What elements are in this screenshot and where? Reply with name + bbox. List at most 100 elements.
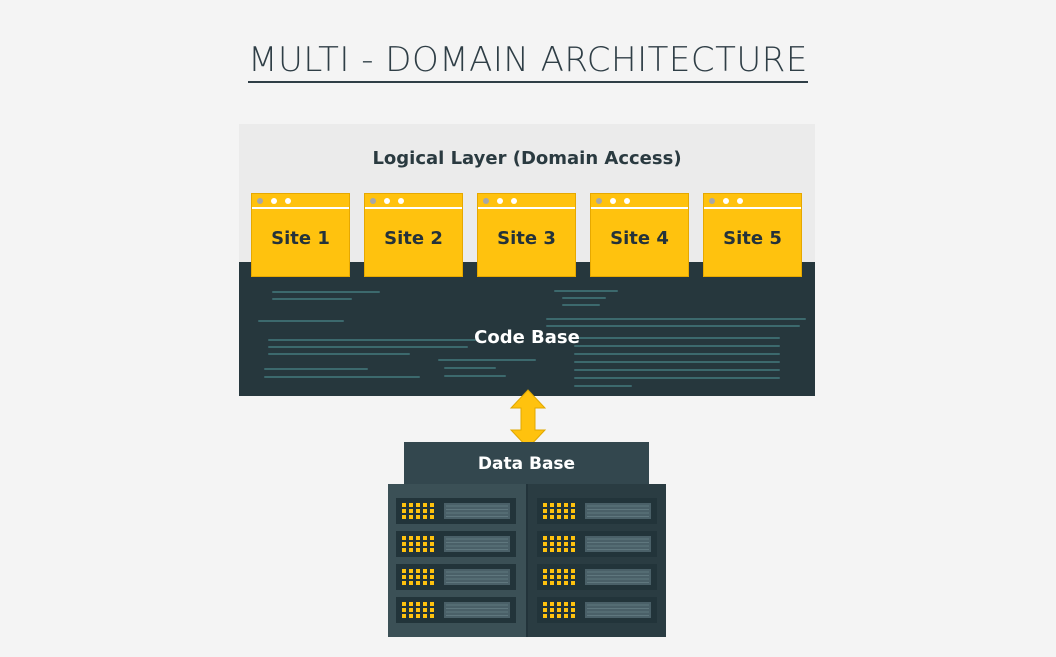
bidirectional-arrow-icon <box>509 389 547 449</box>
server-led <box>550 503 554 507</box>
server-unit <box>396 597 516 623</box>
server-led <box>416 614 420 618</box>
server-led <box>571 602 575 606</box>
server-led <box>416 581 420 585</box>
server-rack-icon <box>388 484 666 637</box>
server-led <box>402 608 406 612</box>
diagram-title-text: MULTI - DOMAIN ARCHITECTURE <box>248 41 808 83</box>
logical-layer-panel: Logical Layer (Domain Access) <box>239 124 815 396</box>
server-led <box>571 503 575 507</box>
server-led <box>557 608 561 612</box>
server-led <box>423 608 427 612</box>
server-led <box>430 515 434 519</box>
server-unit <box>396 564 516 590</box>
server-unit <box>537 531 657 557</box>
server-unit <box>396 498 516 524</box>
code-base-title: Code Base <box>474 327 580 348</box>
server-led <box>430 542 434 546</box>
window-dot-icon <box>624 198 630 204</box>
server-led <box>571 548 575 552</box>
server-led <box>571 515 575 519</box>
server-led <box>402 581 406 585</box>
server-led <box>416 515 420 519</box>
server-led <box>430 569 434 573</box>
server-led <box>423 569 427 573</box>
server-led <box>416 536 420 540</box>
server-led <box>550 548 554 552</box>
server-led <box>409 608 413 612</box>
window-dot-icon <box>384 198 390 204</box>
server-led <box>409 536 413 540</box>
server-led <box>402 536 406 540</box>
server-led <box>416 509 420 513</box>
server-led <box>402 575 406 579</box>
server-led <box>409 602 413 606</box>
server-led <box>564 509 568 513</box>
logical-layer-title: Logical Layer (Domain Access) <box>372 148 682 169</box>
site-label: Site 3 <box>497 228 556 249</box>
window-title-bar <box>252 194 349 209</box>
window-dot-icon <box>737 198 743 204</box>
site-label: Site 5 <box>723 228 782 249</box>
server-led <box>430 608 434 612</box>
server-led <box>543 548 547 552</box>
server-led <box>564 614 568 618</box>
site-label: Site 1 <box>271 228 330 249</box>
server-led <box>416 548 420 552</box>
server-led <box>564 503 568 507</box>
server-led <box>564 536 568 540</box>
server-led <box>430 614 434 618</box>
window-dot-icon <box>398 198 404 204</box>
server-led <box>571 581 575 585</box>
server-led <box>409 548 413 552</box>
server-led <box>564 569 568 573</box>
server-led <box>423 503 427 507</box>
server-led <box>416 575 420 579</box>
server-unit <box>396 531 516 557</box>
server-unit <box>537 564 657 590</box>
server-led <box>423 509 427 513</box>
server-led <box>557 581 561 585</box>
window-dot-icon <box>723 198 729 204</box>
site-5-card: Site 5 <box>703 193 802 277</box>
server-led <box>430 581 434 585</box>
server-led <box>409 575 413 579</box>
server-led <box>409 509 413 513</box>
server-led <box>402 542 406 546</box>
server-led <box>423 515 427 519</box>
window-dot-icon <box>709 198 715 204</box>
server-led <box>416 602 420 606</box>
server-led <box>409 569 413 573</box>
data-base-header: Data Base <box>404 442 649 484</box>
server-led <box>423 542 427 546</box>
window-dot-icon <box>596 198 602 204</box>
server-led <box>550 608 554 612</box>
server-led <box>543 509 547 513</box>
server-led <box>557 602 561 606</box>
server-led <box>564 602 568 606</box>
server-led <box>423 581 427 585</box>
server-led <box>571 575 575 579</box>
site-4-card: Site 4 <box>590 193 689 277</box>
server-unit <box>537 498 657 524</box>
site-3-card: Site 3 <box>477 193 576 277</box>
server-led <box>543 608 547 612</box>
window-dot-icon <box>497 198 503 204</box>
window-dot-icon <box>257 198 263 204</box>
server-led <box>564 581 568 585</box>
server-led <box>564 515 568 519</box>
server-led <box>557 548 561 552</box>
server-led <box>543 542 547 546</box>
server-led <box>571 536 575 540</box>
window-title-bar <box>704 194 801 209</box>
site-1-card: Site 1 <box>251 193 350 277</box>
server-led <box>543 569 547 573</box>
data-base-title: Data Base <box>477 454 576 474</box>
server-led <box>557 509 561 513</box>
server-led <box>564 542 568 546</box>
server-led <box>557 614 561 618</box>
server-led <box>402 614 406 618</box>
window-dot-icon <box>483 198 489 204</box>
server-led <box>402 503 406 507</box>
server-led <box>423 548 427 552</box>
